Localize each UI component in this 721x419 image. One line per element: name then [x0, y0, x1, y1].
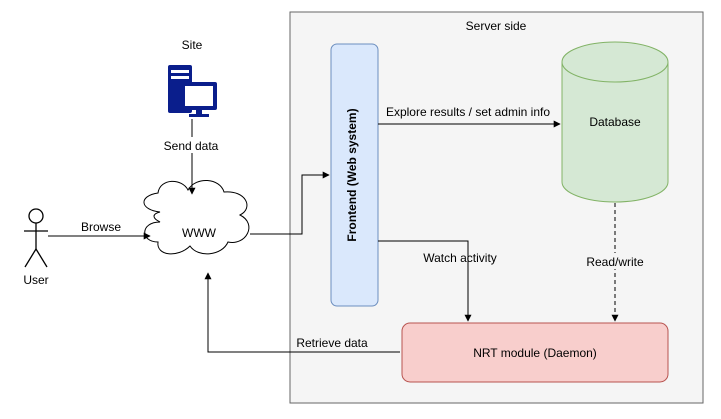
server-side-label: Server side: [466, 19, 527, 33]
edge-nrt-www: [204, 272, 400, 353]
frontend-box: [330, 43, 379, 307]
www-cloud: [143, 180, 250, 255]
nrt-module-box: [401, 322, 669, 383]
database-cylinder: [561, 41, 669, 203]
www-label: WWW: [182, 226, 217, 240]
edge-label-retrieve: Retrieve data: [296, 336, 368, 350]
computer-icon: [168, 65, 217, 117]
edge-label-browse: Browse: [81, 220, 121, 234]
edge-www-frontend: [250, 171, 330, 235]
edge-label-send-data: Send data: [164, 139, 219, 153]
frontend-label: Frontend (Web system): [345, 108, 359, 241]
edge-label-explore: Explore results / set admin info: [386, 105, 550, 119]
stick-figure-icon: [24, 208, 48, 268]
database-label: Database: [589, 115, 641, 129]
edge-label-readwrite: Read/write: [586, 255, 644, 269]
edge-label-watch: Watch activity: [423, 251, 497, 265]
nrt-module-label: NRT module (Daemon): [473, 346, 597, 360]
edge-frontend-nrt: [378, 240, 472, 322]
user-label: User: [23, 273, 48, 287]
site-label: Site: [182, 38, 203, 52]
